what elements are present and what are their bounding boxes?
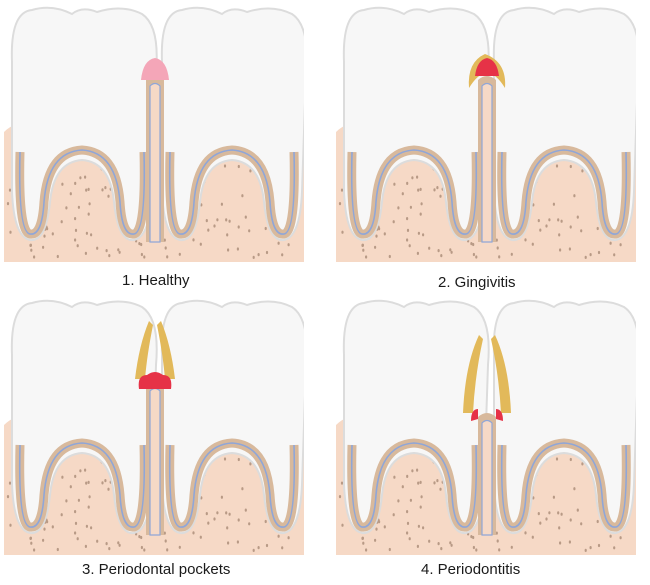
- inflamed-gum: [475, 58, 499, 76]
- caption-healthy: 1. Healthy: [122, 272, 190, 289]
- right-tooth: [160, 6, 304, 242]
- left-tooth: [10, 299, 158, 535]
- panel-healthy: [4, 2, 304, 262]
- left-tooth: [10, 6, 158, 242]
- healthy-gum: [141, 58, 169, 80]
- panel-periodontitis: [336, 295, 636, 555]
- inflamed-gum: [471, 409, 503, 421]
- caption-gingivitis: 2. Gingivitis: [438, 274, 516, 291]
- right-tooth: [160, 299, 304, 535]
- caption-periodontitis: 4. Periodontitis: [421, 561, 521, 578]
- inflamed-gum: [138, 372, 172, 389]
- periodontal-pocket: [135, 321, 175, 379]
- right-tooth: [492, 6, 636, 242]
- panel-gingivitis: [336, 2, 636, 262]
- interdental-bone-core: [481, 419, 493, 536]
- tooth-diagram: [4, 6, 304, 262]
- panel-periodontal-pockets: [4, 295, 304, 555]
- right-tooth: [492, 299, 636, 535]
- interdental-bone-core: [149, 82, 161, 243]
- tooth-diagram: [336, 6, 636, 262]
- tooth-diagram: [4, 299, 304, 555]
- interdental-bone-core: [149, 387, 161, 536]
- periodontal-pocket: [463, 335, 511, 413]
- interdental-bone-core: [481, 82, 493, 243]
- caption-periodontal-pockets: 3. Periodontal pockets: [82, 561, 231, 578]
- tooth-diagram: [336, 299, 636, 555]
